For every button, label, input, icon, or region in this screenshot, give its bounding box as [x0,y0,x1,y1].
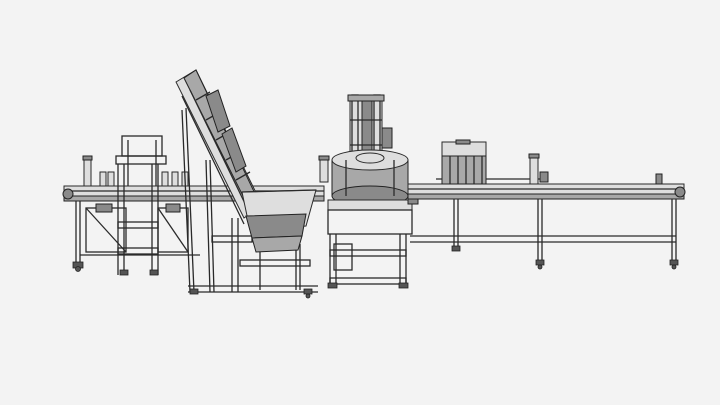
capper-base-frame [327,195,419,289]
sorting-tower-frame [115,135,167,276]
outfeed-single-bottles [528,153,663,185]
outfeed-conveyor [407,178,686,270]
infeed-support-frame [85,203,189,253]
outfeed-bottle-group [441,139,487,185]
bottle-hopper [241,189,317,253]
inclined-elevator [175,69,263,225]
infeed-bottles [82,155,189,187]
elevator-support-frame [181,107,318,299]
transfer-bottle [318,155,330,183]
rotary-turret [331,149,409,207]
